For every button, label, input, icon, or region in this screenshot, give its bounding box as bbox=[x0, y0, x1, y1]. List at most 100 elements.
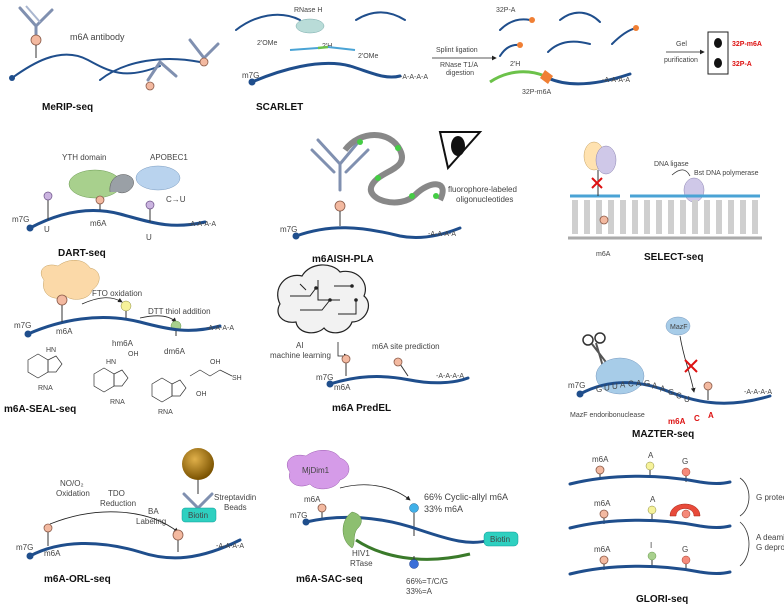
linker-shape bbox=[109, 174, 134, 194]
m6a-label-predel: m6A bbox=[334, 383, 351, 392]
u1-label: U bbox=[44, 225, 50, 234]
seal-rna bbox=[26, 316, 222, 336]
dna-rung bbox=[596, 200, 602, 234]
sequence-letter: A bbox=[620, 380, 626, 389]
labeling-label: Labeling bbox=[136, 517, 166, 526]
polya-predel: -A-A-A-A bbox=[436, 373, 464, 380]
panel-m6aish: fluorophore-labeled oligonucleotides m7G… bbox=[280, 131, 517, 265]
antibody-icon bbox=[18, 5, 54, 38]
glori-a-2: A bbox=[650, 495, 656, 504]
panel-predel: AI machine learning m6A site prediction … bbox=[270, 264, 470, 414]
oh-label-3: OH bbox=[196, 391, 207, 398]
sequence-letter: C bbox=[676, 391, 682, 400]
dna-rung bbox=[740, 200, 746, 234]
m7g-label-mazter: m7G bbox=[568, 381, 585, 390]
dna-rung bbox=[584, 200, 590, 234]
panel-scarlet: RNase H 2'OMe 2'H 2'OMe m7G -A-A-A-A Spl… bbox=[235, 7, 762, 113]
orl-rna bbox=[28, 538, 242, 560]
sequence-letter: G bbox=[644, 379, 650, 388]
rna-label-3: RNA bbox=[158, 409, 173, 416]
g-deprot-label: G deprotection bbox=[756, 543, 784, 552]
rnase-h-enzyme bbox=[295, 18, 325, 34]
sac-title: m6A-SAC-seq bbox=[296, 574, 363, 585]
g-protection-label: G protection bbox=[756, 493, 784, 502]
dtt-label: DTT thiol addition bbox=[148, 307, 211, 316]
rna-strand bbox=[11, 53, 161, 79]
hm6a-label: hm6A bbox=[112, 339, 134, 348]
no-cleave-x-icon bbox=[684, 359, 698, 373]
m7g-label-seal: m7G bbox=[14, 321, 31, 330]
tdo-label: TDO bbox=[108, 489, 125, 498]
fto-enzyme bbox=[40, 260, 100, 300]
hiv1-rtase bbox=[342, 511, 362, 549]
glori-m6a-1: m6A bbox=[592, 455, 609, 464]
sequence-letter: U bbox=[684, 395, 690, 404]
c-to-u-label: C→U bbox=[166, 195, 186, 204]
ome-right-label: 2'OMe bbox=[358, 53, 379, 60]
ligase-label: DNA ligase bbox=[654, 161, 689, 168]
predel-title: m6A PredEL bbox=[332, 403, 391, 414]
m6a-label-dart: m6A bbox=[90, 219, 107, 228]
result-label-1: 66%=T/C/G bbox=[406, 577, 448, 586]
dna-rung bbox=[608, 200, 614, 234]
sequence-letter: C bbox=[628, 380, 634, 389]
polya-mazter: -A-A-A-A bbox=[744, 389, 772, 396]
mjdim1-enzyme bbox=[286, 450, 350, 490]
panel-orl: NO/O₂ Oxidation TDO Reduction BA Labelin… bbox=[16, 448, 256, 585]
glori-a-1: A bbox=[648, 451, 654, 460]
mazter-title: MAZTER-seq bbox=[632, 429, 694, 440]
dna-rung bbox=[752, 200, 758, 234]
glori-rna-1 bbox=[568, 474, 732, 486]
glori-g-1: G bbox=[682, 457, 688, 466]
m6aish-title: m6AISH-PLA bbox=[312, 254, 374, 265]
dna-rung bbox=[704, 200, 710, 234]
strep-label-b: Beads bbox=[224, 503, 247, 512]
rna-label-2: RNA bbox=[110, 399, 125, 406]
fto-label: FTO oxidation bbox=[92, 289, 142, 298]
dna-rung bbox=[572, 200, 578, 234]
biotin-tag-orl bbox=[181, 507, 217, 523]
oh-label-2: OH bbox=[210, 359, 221, 366]
fluor-label-b: oligonucleotides bbox=[456, 195, 513, 204]
m6a33-label: 33% m6A bbox=[424, 504, 463, 514]
sac-rna bbox=[304, 515, 492, 544]
hiv1-label: HIV1 bbox=[352, 549, 370, 558]
ome-left-label: 2'OMe bbox=[257, 40, 278, 47]
h2-mid-label: 2'H bbox=[510, 61, 520, 68]
biotin-label-orl: Biotin bbox=[188, 511, 208, 520]
apobec-label: APOBEC1 bbox=[150, 153, 188, 162]
glori-title: GLORI-seq bbox=[636, 594, 688, 605]
no-o2-label: NO/O₂ bbox=[60, 479, 84, 488]
eye-icon bbox=[438, 131, 483, 171]
seal-title: m6A-SEAL-seq bbox=[4, 404, 76, 415]
scarlet-title: SCARLET bbox=[256, 102, 303, 113]
splint-strand bbox=[235, 13, 301, 31]
panel-seal: FTO oxidation DTT thiol addition m7G m6A… bbox=[4, 260, 242, 416]
oh-label: OH bbox=[128, 351, 139, 358]
oxidation-label: Oxidation bbox=[56, 489, 90, 498]
c-red-label: C bbox=[694, 414, 700, 423]
panel-dart: YTH domain APOBEC1 C→U m7G U m6A U -A-A-… bbox=[12, 153, 216, 259]
hn-label-2: HN bbox=[106, 359, 116, 366]
m6a-mark bbox=[30, 34, 42, 46]
mazf-bubble bbox=[665, 316, 691, 336]
p32a-top-label: 32P-A bbox=[496, 7, 516, 14]
m7g-label-orl: m7G bbox=[16, 543, 33, 552]
sequence-letter: A bbox=[652, 382, 658, 391]
rtase-label: RTase bbox=[350, 559, 373, 568]
dna-rung bbox=[692, 200, 698, 234]
dart-title: DART-seq bbox=[58, 248, 106, 259]
gel-box bbox=[707, 31, 729, 75]
polya-orl: -A-A-A-A bbox=[216, 543, 244, 550]
dna-rung bbox=[620, 200, 626, 234]
sequence-letter: G bbox=[668, 388, 674, 397]
mjdim-label: MjDim1 bbox=[302, 466, 330, 475]
p32-label-mark bbox=[540, 70, 553, 84]
sequence-letter: U bbox=[612, 382, 618, 391]
rnase-h-label: RNase H bbox=[294, 7, 322, 14]
cyclic-label: 66% Cyclic-allyl m6A bbox=[424, 492, 508, 502]
reduction-label: Reduction bbox=[100, 499, 136, 508]
mazf-bubble-label: MazF bbox=[670, 324, 688, 331]
